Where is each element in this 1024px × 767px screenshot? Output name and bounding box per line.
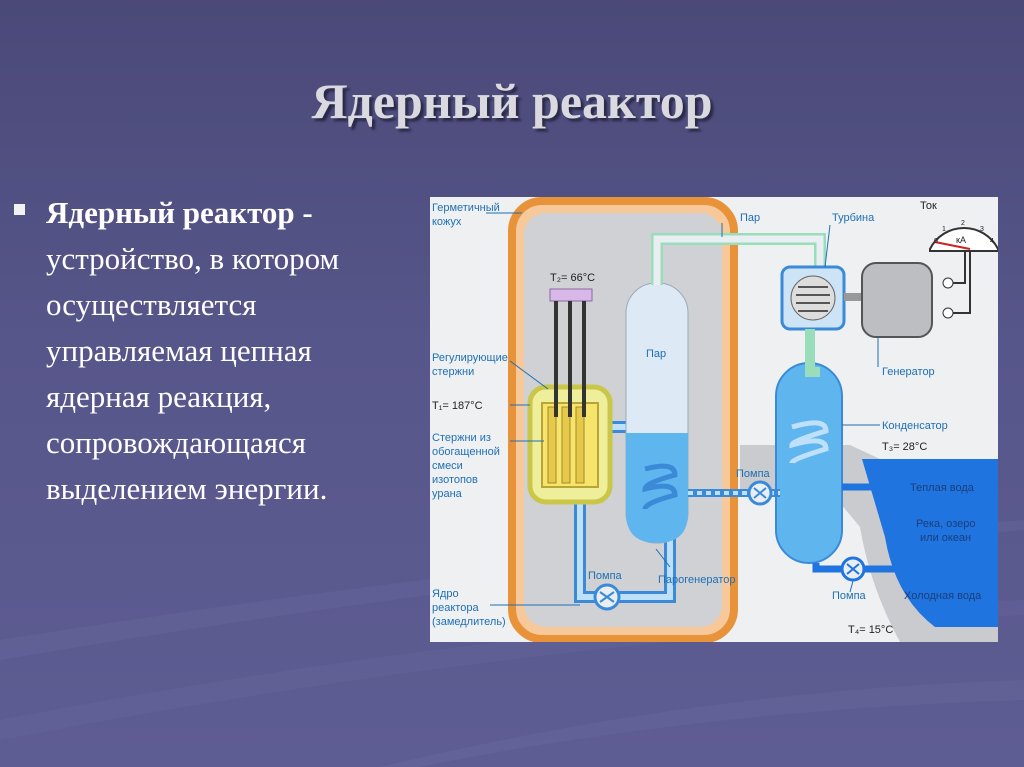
reactor-diagram-svg: Герметичный кожух T₂= 66°C Регулирующие … xyxy=(432,197,998,642)
label-core-2: реактора xyxy=(432,602,479,614)
generator xyxy=(861,262,933,338)
cooling-water-in xyxy=(812,563,910,573)
gauge-tick-1: 1 xyxy=(942,226,946,233)
bullet-square-icon xyxy=(14,204,25,215)
definition-term: Ядерный реактор - xyxy=(46,195,313,230)
control-rod-housing xyxy=(549,288,593,302)
label-pump-feedwater: Помпа xyxy=(736,468,771,480)
label-fuel-1: Стержни из xyxy=(432,432,491,444)
label-t4: T₄= 15°C xyxy=(848,624,893,636)
label-containment-2: кожух xyxy=(432,216,462,228)
ocean-water xyxy=(862,459,998,627)
label-warm-water: Теплая вода xyxy=(910,482,975,494)
gauge-tick-3: 3 xyxy=(980,226,984,233)
slide-title: Ядерный реактор xyxy=(311,73,713,129)
label-t1: T₁= 187°C xyxy=(432,400,483,412)
label-control-rods-2: стержни xyxy=(432,366,474,378)
label-cold-water: Холодная вода xyxy=(904,590,982,602)
definition-paragraph: Ядерный реактор - устройство, в котором … xyxy=(46,190,416,512)
label-ka: кА xyxy=(956,235,966,245)
label-t3: T₃= 28°C xyxy=(882,441,927,453)
label-current: Ток xyxy=(920,200,937,212)
label-fuel-4: изотопов xyxy=(432,474,478,486)
label-steam-upper: Пар xyxy=(740,212,760,224)
label-river-1: Река, озеро xyxy=(916,518,976,530)
gauge-tick-4: 4 xyxy=(990,238,994,245)
label-control-rods-1: Регулирующие xyxy=(432,352,508,364)
label-fuel-5: урана xyxy=(432,488,463,500)
gauge-tick-2: 2 xyxy=(961,220,965,227)
label-fuel-2: обогащенной xyxy=(432,446,500,458)
label-steam-generator: Парогенератор xyxy=(658,574,735,586)
label-pump-cooling: Помпа xyxy=(832,590,867,602)
label-generator: Генератор xyxy=(882,366,935,378)
condenser xyxy=(775,362,843,564)
label-condenser: Конденсатор xyxy=(882,420,948,432)
label-pump-primary: Помпа xyxy=(588,570,623,582)
definition-text: устройство, в котором осуществляется упр… xyxy=(46,241,340,506)
label-t2: T₂= 66°C xyxy=(550,272,595,284)
label-core-3: (замедлитель) xyxy=(432,616,506,628)
condenser-coil xyxy=(789,420,829,465)
label-fuel-3: смеси xyxy=(432,460,463,472)
label-turbine: Турбина xyxy=(832,212,875,224)
steam-generator-coil xyxy=(642,463,678,510)
reactor-diagram: Герметичный кожух T₂= 66°C Регулирующие … xyxy=(430,197,998,642)
label-steam-inner: Пар xyxy=(646,348,666,360)
gauge-tick-0: 0 xyxy=(934,238,938,245)
label-containment-1: Герметичный xyxy=(432,202,500,214)
label-core-1: Ядро xyxy=(432,588,459,600)
label-river-2: или океан xyxy=(920,532,971,544)
